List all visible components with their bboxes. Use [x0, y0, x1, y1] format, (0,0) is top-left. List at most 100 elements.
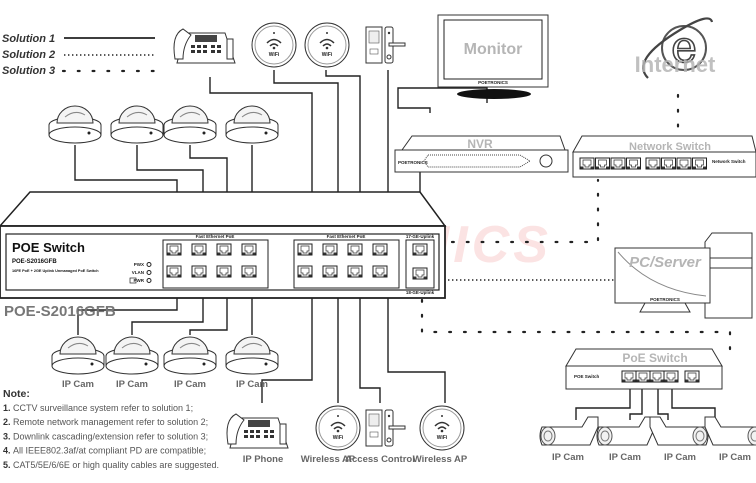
internet-label: Internet	[635, 52, 716, 77]
note-number: 3.	[3, 431, 11, 441]
legend-solution-3-label: Solution 3	[2, 65, 55, 77]
note-number: 2.	[3, 417, 11, 427]
poe-port	[191, 265, 207, 278]
note-number: 5.	[3, 460, 11, 470]
note-text: CCTV surveillance system refer to soluti…	[13, 403, 193, 413]
wireless-ap	[315, 405, 361, 451]
bullet-cam	[539, 416, 599, 446]
network-switch-port	[579, 157, 595, 170]
poe-port	[191, 243, 207, 256]
note-number: 4.	[3, 446, 11, 456]
main-switch-model: POE-S2016GFB	[12, 259, 57, 265]
small-switch-port	[663, 370, 679, 383]
poe-port	[166, 265, 182, 278]
poe-port	[322, 265, 338, 278]
network-switch-panel-text: Network Switch	[712, 159, 746, 164]
legend-solution-1-label: Solution 1	[2, 33, 55, 45]
notes-title: Note:	[3, 388, 30, 400]
port-group-label-1: Fast Ethernet PoE	[196, 234, 235, 239]
access-control	[365, 409, 406, 447]
poe-port	[372, 265, 388, 278]
dome-cam	[163, 336, 217, 375]
note-text: Downlink cascading/extension refer to so…	[13, 431, 208, 441]
network-switch: Network Switch Network Switch	[572, 135, 756, 178]
note-number: 1.	[3, 403, 11, 413]
wireless-ap	[419, 405, 465, 451]
small-switch-port	[635, 370, 651, 383]
note-text: All IEEE802.3af/at compliant PD are comp…	[13, 446, 206, 456]
dome-cam	[105, 336, 159, 375]
dome-cam	[110, 105, 164, 144]
poe-port	[372, 243, 388, 256]
bullet-cam	[596, 416, 656, 446]
poe-port	[216, 243, 232, 256]
access-control-label: Access Control	[345, 454, 415, 465]
dome-cam	[225, 105, 279, 144]
poe-port	[297, 243, 313, 256]
poe-port	[347, 265, 363, 278]
main-switch-subtitle: 16FE PoE + 2GE Uplink Unmanaged PoE Swit…	[12, 269, 99, 273]
network-switch-port	[645, 157, 661, 170]
bullet-cam	[704, 416, 756, 446]
poe-port	[241, 243, 257, 256]
uplink-bottom-label: 18-GE-Uplink	[406, 290, 435, 295]
bullet-cam	[649, 416, 709, 446]
poe-port	[297, 265, 313, 278]
dome-cam	[51, 336, 105, 375]
ip-cam-label: IP Cam	[719, 452, 751, 463]
pc-server: PC/Server POETRONICS	[614, 232, 753, 319]
legend-solution-2-label: Solution 2	[2, 49, 55, 61]
poe-port	[347, 243, 363, 256]
network-switch-port	[676, 157, 692, 170]
dome-cam	[163, 105, 217, 144]
pc-server-brand: POETRONICS	[650, 297, 680, 302]
svg-text:e: e	[671, 22, 697, 73]
ip-cam-label: IP Cam	[552, 452, 584, 463]
nvr-brand: POETRONICS	[398, 160, 428, 165]
uplink-top-label: 17-GE-Uplink	[406, 234, 435, 239]
network-switch-port	[626, 157, 641, 170]
uplink-port-18	[412, 267, 428, 280]
poe-port	[166, 243, 182, 256]
legend: Solution 1 Solution 2 Solution 3	[2, 33, 157, 77]
ip-cam-label: IP Cam	[664, 452, 696, 463]
note-text: Remote network management refer to solut…	[13, 417, 208, 427]
network-switch-port	[692, 157, 707, 170]
network-switch-port	[610, 157, 626, 170]
port-group-label-2: Fast Ethernet PoE	[327, 234, 366, 239]
small-switch-port	[649, 370, 665, 383]
wireless-ap-label: Wireless AP	[413, 454, 468, 465]
poe-port	[241, 265, 257, 278]
monitor-label: Monitor	[464, 41, 523, 58]
indicator-pwx: PWX	[134, 262, 144, 267]
monitor-brand: POETRONICS	[478, 80, 508, 85]
dome-cam	[225, 336, 279, 375]
wireless-ap-top-2	[304, 22, 350, 68]
notes: Note: 1.CCTV surveillance system refer t…	[3, 388, 219, 470]
nvr-label: NVR	[467, 137, 493, 151]
top-dome-cams	[48, 105, 279, 144]
small-poe-switch-label: PoE Switch	[622, 351, 687, 365]
ip-cam-label: IP Cam	[236, 379, 268, 390]
poe-port	[216, 265, 232, 278]
small-switch-port	[621, 370, 637, 383]
ip-phone-label: IP Phone	[243, 454, 283, 465]
small-switch-uplink-port	[684, 370, 700, 383]
internet-icon: e Internet	[635, 17, 716, 79]
ip-cam-label: IP Cam	[116, 379, 148, 390]
uplink-port-17	[412, 243, 428, 256]
solution-3-wires	[420, 93, 732, 354]
small-switch-ports	[621, 370, 700, 383]
access-control-top	[365, 26, 406, 64]
ip-phone	[226, 413, 289, 449]
indicator-vlan: VLAN	[132, 270, 144, 275]
main-poe-switch: POE Switch POE-S2016GFB 16FE PoE + 2GE U…	[0, 191, 447, 299]
pc-server-label: PC/Server	[629, 254, 702, 271]
wireless-ap-top-1	[251, 22, 297, 68]
note-text: CAT5/5E/6/6E or high quality cables are …	[13, 460, 219, 470]
ip-phone-top	[173, 28, 236, 64]
network-switch-port	[595, 157, 610, 170]
